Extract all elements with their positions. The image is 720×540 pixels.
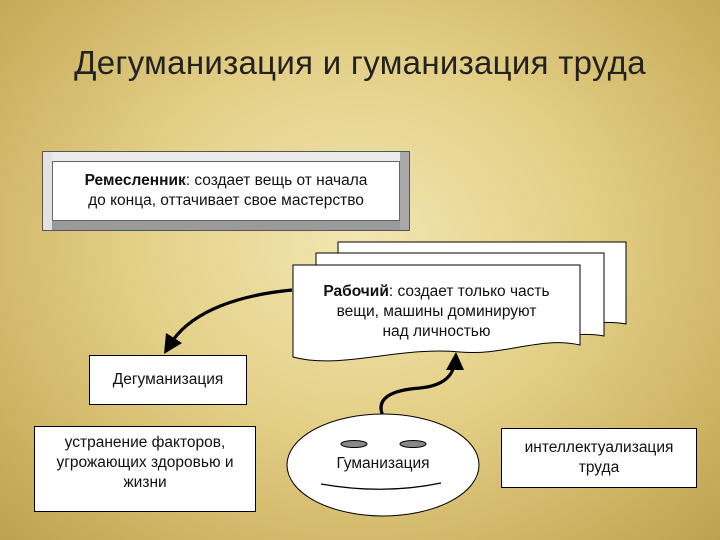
elimination-box: устранение факторов, угрожающих здоровью… — [34, 426, 256, 512]
arrow-head-dehumanization — [164, 333, 182, 354]
right-eye-icon — [399, 440, 427, 448]
bevel-bottom — [43, 221, 409, 230]
craftsman-label: Ремесленник — [84, 172, 186, 189]
left-eye-icon — [340, 440, 368, 448]
bevel-right — [400, 152, 409, 230]
dehumanization-label: Дегуманизация — [112, 371, 224, 388]
arrow-head-worker — [446, 352, 464, 370]
bevel-left — [43, 152, 52, 230]
document-front — [292, 264, 581, 362]
arrow-to-worker — [379, 364, 456, 417]
worker-text: Рабочий: создает только часть вещи, маши… — [293, 282, 580, 342]
craftsman-line2: до конца, оттачивает свое мастерство — [88, 192, 364, 209]
craftsman-box: Ремесленник: создает вещь от начала до к… — [42, 151, 410, 231]
craftsman-line1: : создает вещь от начала — [185, 172, 368, 189]
elimination-line2: угрожающих здоровью и — [56, 454, 234, 471]
page-title: Дегуманизация и гуманизация труда — [74, 44, 646, 81]
humanization-face — [286, 413, 480, 517]
elimination-line1: устранение факторов, — [64, 434, 226, 451]
intellectualization-line1: интеллектуализация — [524, 439, 674, 456]
mouth-icon — [320, 482, 442, 490]
dehumanization-box: Дегуманизация — [89, 355, 247, 405]
worker-line3: над личностью — [382, 323, 491, 340]
worker-label: Рабочий — [323, 283, 389, 300]
elimination-line3: жизни — [123, 474, 167, 491]
intellectualization-box: интеллектуализация труда — [501, 428, 697, 488]
humanization-label: Гуманизация — [336, 455, 430, 472]
worker-line2: вещи, машины доминируют — [336, 303, 537, 320]
intellectualization-line2: труда — [578, 459, 620, 476]
worker-line1: : создает только часть — [388, 283, 550, 300]
craftsman-text: Ремесленник: создает вещь от начала до к… — [52, 161, 400, 221]
arrow-to-dehumanization — [171, 288, 293, 341]
bevel-top — [43, 152, 409, 161]
